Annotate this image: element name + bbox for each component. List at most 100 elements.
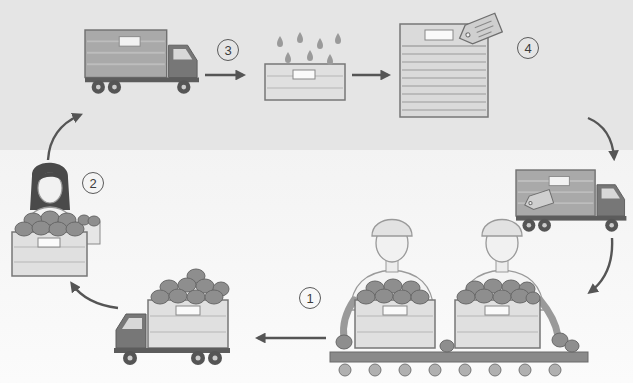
sorting-workers-part: [540, 300, 558, 336]
washing-crate-part: [267, 87, 343, 89]
buyer-woman-part-part: [88, 216, 100, 226]
sorting-workers-part: [457, 331, 538, 333]
buyer-woman-part-part: [32, 221, 50, 235]
background-part: [0, 0, 633, 150]
truck-loaded-part-part: [151, 290, 169, 304]
sorting-workers-part-part: [393, 290, 411, 304]
sorting-workers-part-part: [357, 290, 375, 304]
packed-crates-part: [402, 102, 486, 103]
packed-crates: [400, 13, 502, 117]
sorting-workers-part-part: [440, 340, 454, 352]
washing-crate-part: [317, 38, 323, 49]
washing-crate-part: [277, 36, 283, 47]
packed-crates-part-part: [465, 32, 470, 37]
sorting-workers-part: [343, 300, 354, 338]
washing-crate-part: [307, 50, 313, 61]
sorting-workers-part: [429, 364, 441, 376]
washing-crate: [265, 32, 345, 100]
sorting-workers-part-part: [493, 290, 511, 304]
packed-crates-part: [402, 110, 486, 111]
sorting-workers-part: [519, 364, 531, 376]
packed-crates-part: [402, 62, 486, 63]
packed-crates-part: [402, 54, 486, 55]
sorting-workers-part: [549, 364, 561, 376]
truck-right-part-part: [528, 201, 532, 205]
packed-crates-part-part: [477, 26, 494, 33]
packed-crates-part: [402, 45, 486, 46]
sorting-workers-part-part: [375, 289, 393, 303]
callout-number: 2: [89, 177, 96, 190]
buyer-woman-part: [15, 211, 100, 236]
flow-arrows-part: [72, 284, 118, 308]
callout-circle: 2: [82, 172, 104, 194]
truck-loaded-part-part: [205, 290, 223, 304]
flow-arrows-part: [588, 118, 614, 158]
packed-crates-part: [425, 30, 453, 40]
packed-crates-part-part: [456, 13, 502, 47]
buyer-woman-part: [12, 232, 87, 276]
truck-loaded-part-part: [187, 290, 205, 304]
packed-crates-part-part: [479, 32, 492, 37]
truck-loaded-part: [123, 351, 137, 365]
buyer-woman-part-part: [15, 222, 33, 236]
packed-crates-part: [402, 94, 486, 95]
washing-crate-part: [297, 32, 303, 43]
sorting-workers-part-part: [475, 289, 493, 303]
buyer-woman: [12, 163, 100, 276]
washing-crate-part: [285, 52, 291, 63]
sorting-workers-part: [372, 220, 412, 237]
callout-circle: 3: [217, 39, 239, 61]
sorting-workers-part-part: [565, 340, 579, 352]
truck-loaded-part: [116, 314, 146, 348]
truck-loaded-part: [151, 269, 229, 304]
truck-right-part-part: [523, 190, 554, 212]
truck-loaded-part: [148, 300, 228, 348]
washing-crate-part: [265, 64, 345, 100]
callout-circle: 4: [517, 37, 539, 59]
buyer-woman-part: [37, 172, 63, 182]
flow-arrows-part: [258, 337, 326, 339]
sorting-workers-part: [482, 220, 522, 237]
callout-circle: 1: [299, 287, 321, 309]
sorting-workers-part: [336, 279, 579, 352]
truck-loaded: [114, 269, 230, 365]
sorting-workers-part-part: [526, 292, 540, 304]
truck-right-part: [516, 170, 626, 232]
callout-number: 4: [524, 42, 531, 55]
packed-crates-part: [402, 70, 486, 71]
buyer-woman-part-part: [49, 222, 67, 236]
truck-right: [516, 170, 626, 232]
sorting-workers-part: [369, 364, 381, 376]
packed-crates-part: [402, 86, 486, 87]
truck-loaded-part: [122, 318, 142, 329]
truck-loaded-part: [150, 331, 226, 333]
sorting-workers-part: [459, 364, 471, 376]
sorting-workers-part: [489, 364, 501, 376]
callout-number: 1: [306, 292, 313, 305]
packed-crates-part: [402, 78, 486, 79]
sorting-workers: [330, 220, 588, 377]
flow-arrows: [48, 75, 614, 338]
truck-loaded-part: [176, 306, 200, 315]
sorting-workers-part: [357, 331, 433, 333]
truck-loaded-part: [196, 356, 201, 361]
truck-loaded-part: [213, 356, 218, 361]
packed-crates-part-part: [475, 21, 492, 28]
buyer-woman-part: [38, 173, 62, 203]
sorting-workers-part: [399, 364, 411, 376]
truck-loaded-part: [208, 351, 222, 365]
washing-crate-part: [293, 70, 315, 79]
sorting-workers-part-part: [411, 290, 429, 304]
truck-loaded-part-part: [169, 289, 187, 303]
packed-crates-part: [456, 13, 502, 47]
sorting-workers-part: [330, 352, 588, 362]
buyer-woman-part: [14, 261, 85, 263]
sorting-workers-part: [355, 300, 435, 348]
background-part: [0, 148, 633, 383]
truck-right-part: [523, 190, 554, 212]
flow-arrows-part: [352, 74, 388, 76]
flow-arrows-part: [48, 115, 80, 160]
